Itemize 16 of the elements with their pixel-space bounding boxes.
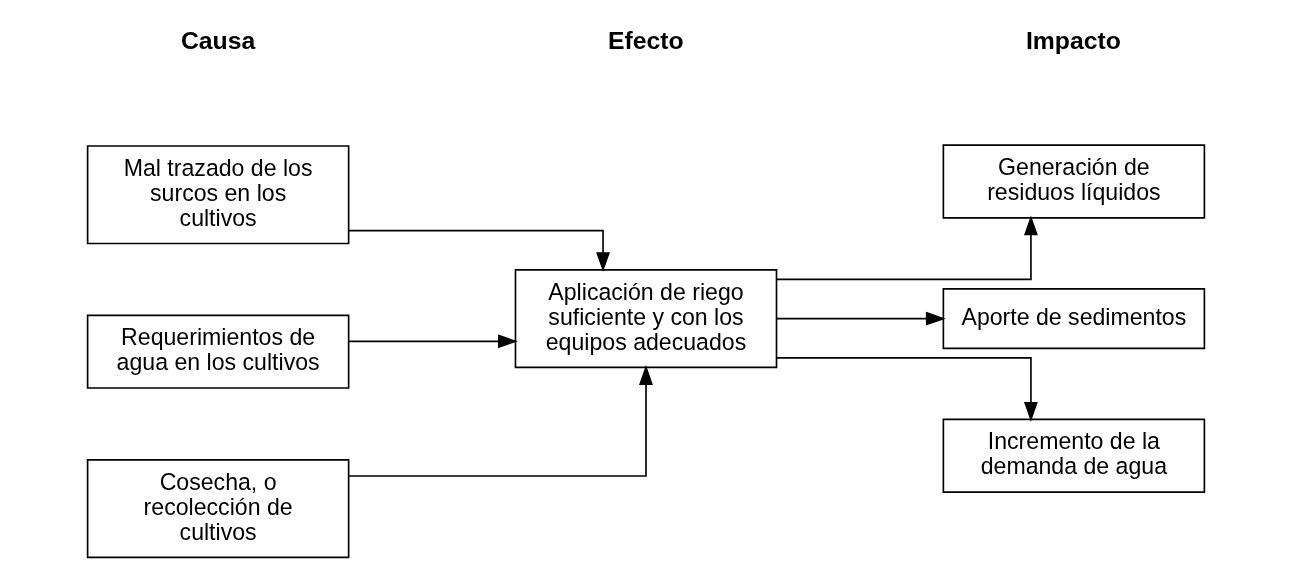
arrow [775,357,1038,422]
label: Impacto [1025,26,1121,54]
arrow [347,229,610,272]
label: Causa [180,26,255,54]
node-box: Requerimientos de agua en los cultivos [86,314,349,389]
arrow [775,311,946,326]
arrow [775,215,1038,281]
node-box: Incremento de la demanda de agua [942,418,1205,493]
node-box: Aporte de sedimentos [942,288,1205,350]
arrow [347,365,653,477]
node-box: Mal trazado de los surcos en los cultivos [86,145,349,245]
node-box: Aplicación de riego suficiente y con los equipos adecuados [514,269,777,369]
node-box: Cosecha, o recolección de cultivos [86,459,349,559]
label: Efecto [607,26,684,54]
node-box: Generación de residuos líquidos [942,144,1205,219]
arrow [347,334,518,349]
